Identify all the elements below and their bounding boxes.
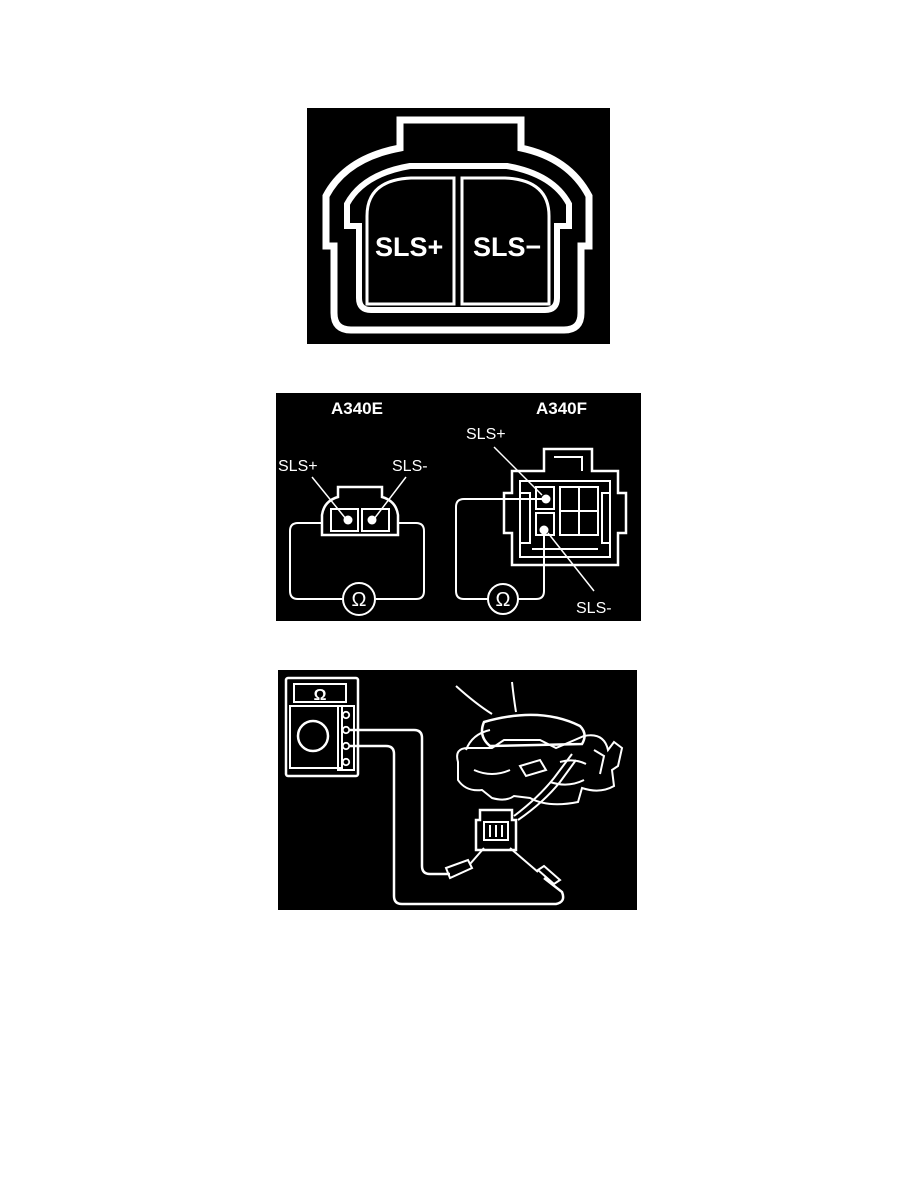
a340f-probe-plus [541,494,551,504]
solenoid-test-diagram: Ω [284,676,624,906]
a340e-connector [320,485,400,537]
connector-housing-inner [344,163,572,313]
sls-plus-label: SLS+ [375,232,443,262]
connector-face-diagram: SLS+ SLS− [322,116,593,334]
terminal-cavity-right [460,176,551,306]
a340e-probe-minus [367,515,377,525]
connector-face-panel: SLS+ SLS− [307,108,610,344]
a340f-probe-minus [539,525,549,535]
a340f-sls-plus-label: SLS+ [466,426,506,443]
a340e-sls-plus-label: SLS+ [278,458,318,475]
resistance-check-diagram: A340E A340F SLS+ SLS- Ω SLS+ SLS- [278,399,628,617]
transmission-body [455,681,624,806]
sls-minus-label: SLS− [473,232,541,262]
solenoid-connector [474,808,518,852]
test-lead-2 [350,744,565,906]
connector-housing-outer [322,116,593,334]
a340f-connector [502,447,628,567]
multimeter-dial [296,719,330,753]
a340e-sls-minus-label: SLS- [392,458,428,475]
a340e-ohmmeter [342,582,376,616]
a340f-sls-minus-label: SLS- [576,600,612,617]
resistance-check-panel: A340E A340F SLS+ SLS- Ω SLS+ SLS- [276,393,641,621]
model-a340f-label: A340F [536,399,587,418]
terminal-cavity-left [365,176,456,306]
solenoid-test-panel: Ω [278,670,637,910]
multimeter-display-symbol: Ω [314,687,327,704]
multimeter: Ω [284,676,360,778]
a340f-ohmmeter [487,583,519,615]
model-a340e-label: A340E [331,399,383,418]
test-lead-1 [350,728,450,876]
a340f-ohm-symbol: Ω [496,589,511,611]
a340e-ohm-symbol: Ω [352,589,367,611]
a340e-probe-plus [343,515,353,525]
